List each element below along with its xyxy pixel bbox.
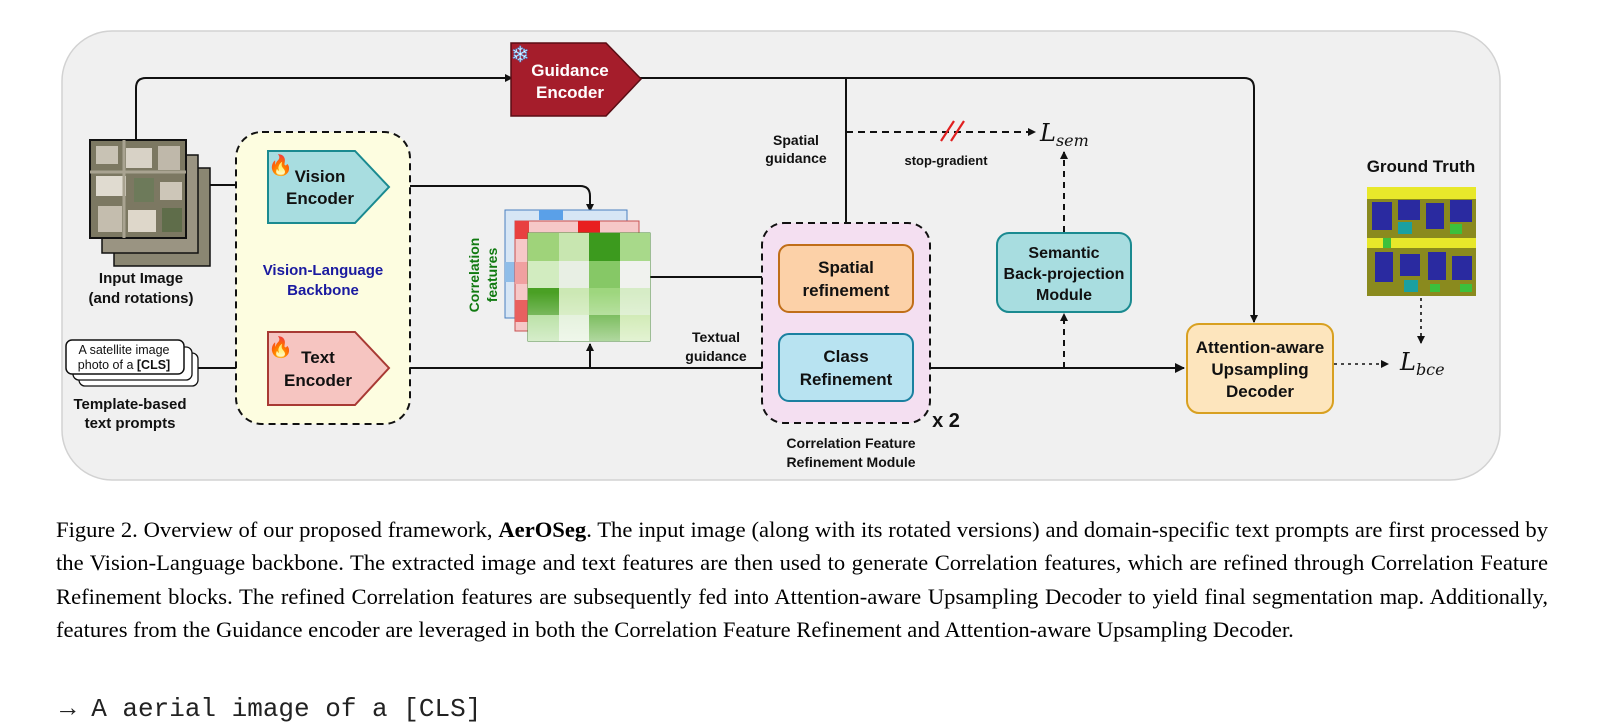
flame-icon: 🔥 [268, 335, 293, 359]
svg-text:text prompts: text prompts [85, 415, 176, 432]
svg-text:Vision-Language: Vision-Language [263, 262, 384, 279]
svg-text:Back-projection: Back-projection [1004, 266, 1125, 283]
svg-text:Encoder: Encoder [536, 83, 604, 102]
svg-text:Text: Text [301, 348, 335, 367]
svg-text:Class: Class [823, 347, 868, 366]
svg-text:Module: Module [1036, 287, 1092, 304]
framework-name: AerOSeg [498, 517, 587, 542]
svg-text:Backbone: Backbone [287, 282, 359, 299]
svg-text:Semantic: Semantic [1028, 245, 1099, 262]
svg-text:A satellite image: A satellite image [78, 343, 169, 357]
spatial-guidance-label: Spatial [773, 132, 819, 148]
semantic-backprojection-module: Semantic Back-projection Module [996, 232, 1132, 313]
class-refinement-block: Class Refinement [778, 333, 914, 402]
snowflake-icon: ❄ [511, 42, 529, 67]
stop-gradient-label: stop-gradient [904, 153, 988, 168]
svg-text:Template-based: Template-based [73, 396, 186, 413]
svg-text:Decoder: Decoder [1226, 382, 1294, 401]
correlation-features: Correlation features [466, 209, 651, 342]
svg-text:x 2: x 2 [932, 410, 960, 432]
svg-text:Encoder: Encoder [286, 189, 354, 208]
svg-text:features: features [484, 248, 500, 303]
arrow-vision-to-correlation [390, 185, 594, 212]
loss-bce: Lbce [1399, 348, 1445, 379]
flame-icon: 🔥 [268, 153, 293, 177]
truncated-prompt-text: → A aerial image of a [CLS] [60, 694, 482, 722]
svg-text:guidance: guidance [765, 150, 827, 166]
svg-text:Refinement: Refinement [800, 370, 893, 389]
svg-text:Vision: Vision [295, 167, 346, 186]
svg-text:Spatial: Spatial [818, 258, 874, 277]
textual-guidance-label: Textual [692, 329, 740, 345]
spatial-refinement-block: Spatial refinement [778, 244, 914, 313]
svg-text:Correlation: Correlation [466, 238, 482, 313]
svg-text:refinement: refinement [803, 281, 890, 300]
input-image-stack: Input Image (and rotations) [89, 139, 211, 307]
framework-diagram: ❄ Guidance Encoder Input Image (and rota… [61, 30, 1501, 481]
arrow-guidance-to-decoder [640, 77, 1258, 323]
svg-text:photo of a [CLS]: photo of a [CLS] [78, 358, 170, 372]
attention-aware-upsampling-decoder: Attention-aware Upsampling Decoder [1186, 323, 1334, 414]
svg-text:Encoder: Encoder [284, 371, 352, 390]
svg-text:Input Image: Input Image [99, 270, 183, 287]
text-encoder: 🔥 Text Encoder [267, 331, 391, 406]
ground-truth-map [1367, 187, 1476, 296]
stop-gradient-mark [940, 120, 965, 142]
svg-text:Guidance: Guidance [531, 61, 608, 80]
arrow-image-to-guidance [135, 74, 513, 140]
guidance-encoder: ❄ Guidance Encoder [510, 42, 643, 117]
ground-truth-label: Ground Truth [1367, 157, 1476, 176]
svg-text:Refinement Module: Refinement Module [786, 454, 915, 470]
svg-text:Upsampling: Upsampling [1211, 360, 1308, 379]
vision-encoder: 🔥 Vision Encoder [267, 150, 391, 224]
text-prompt-cards: A satellite image photo of a [CLS] Templ… [65, 339, 199, 432]
svg-text:(and rotations): (and rotations) [89, 290, 194, 307]
svg-text:guidance: guidance [685, 348, 747, 364]
loss-sem: Lsem [1039, 119, 1089, 150]
correlation-grid [527, 232, 651, 342]
svg-text:Correlation Feature: Correlation Feature [786, 435, 915, 451]
figure-caption: Figure 2. Overview of our proposed frame… [56, 517, 1548, 643]
svg-text:Attention-aware: Attention-aware [1196, 338, 1324, 357]
